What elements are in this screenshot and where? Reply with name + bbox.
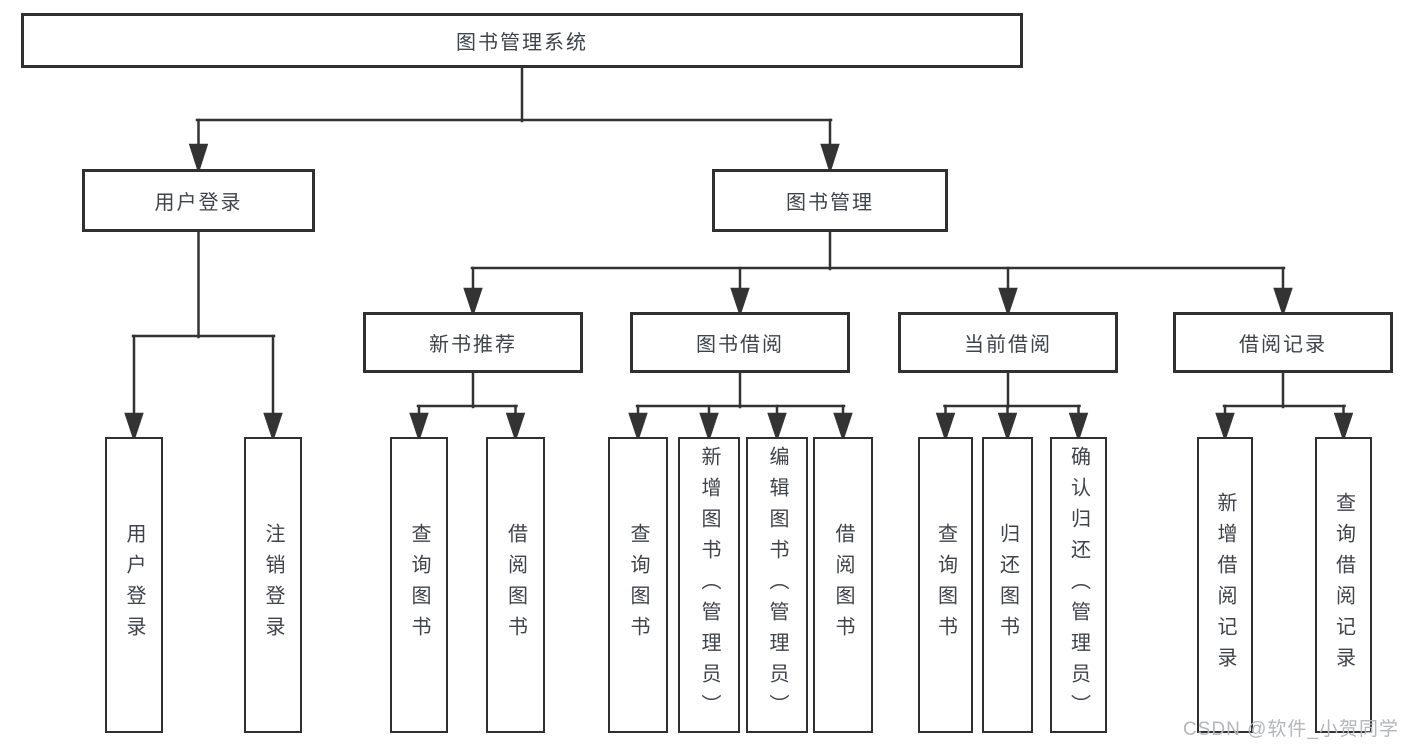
leaf-edit-books-admin: 编辑图书（管理员） (746, 437, 808, 733)
leaf-add-borrow-record: 新增借阅记录 (1197, 437, 1253, 733)
connector-bookborrow-to-leaves (628, 371, 853, 442)
node-user-login: 用户登录 (82, 169, 315, 232)
leaf-edit-books-admin-label: 编辑图书（管理员） (766, 445, 788, 725)
node-book-management: 图书管理 (712, 169, 948, 232)
connector-root-to-level2 (188, 66, 840, 175)
leaf-query-books-recommend-label: 查询图书 (408, 523, 430, 647)
node-new-book-recommend-label: 新书推荐 (429, 334, 517, 356)
node-book-borrowing-label: 图书借阅 (696, 334, 784, 356)
leaf-borrow-books-label: 借阅图书 (832, 523, 854, 647)
connector-borrowrecords-to-leaves (1215, 371, 1354, 442)
leaf-query-books-borrow-label: 查询图书 (627, 523, 649, 647)
leaf-borrow-books-recommend-label: 借阅图书 (504, 523, 527, 647)
leaf-confirm-return-admin: 确认归还（管理员） (1050, 437, 1107, 733)
connector-newbooks-to-leaves (409, 371, 526, 442)
leaf-user-login-label: 用户登录 (123, 523, 145, 647)
leaf-borrow-books-recommend: 借阅图书 (486, 437, 545, 733)
leaf-return-books-label: 归还图书 (996, 523, 1019, 647)
leaf-query-borrow-record-label: 查询借阅记录 (1332, 492, 1355, 678)
node-borrowing-records: 借阅记录 (1173, 312, 1393, 373)
node-library-system-label: 图书管理系统 (456, 32, 588, 54)
node-borrowing-records-label: 借阅记录 (1239, 334, 1327, 356)
node-current-borrowing-label: 当前借阅 (964, 334, 1052, 356)
leaf-query-books-current-label: 查询图书 (934, 523, 957, 647)
leaf-query-books-recommend: 查询图书 (390, 437, 448, 733)
connector-bookmgmt-to-level3 (463, 230, 1293, 317)
node-library-system: 图书管理系统 (21, 13, 1023, 68)
node-current-borrowing: 当前借阅 (898, 312, 1118, 373)
node-user-login-label: 用户登录 (154, 192, 243, 214)
leaf-query-books-borrow: 查询图书 (608, 437, 668, 733)
node-new-book-recommend: 新书推荐 (363, 312, 583, 373)
leaf-borrow-books: 借阅图书 (813, 437, 873, 733)
connector-userlogin-to-leaves (124, 230, 283, 442)
leaf-query-borrow-record: 查询借阅记录 (1315, 437, 1372, 733)
leaf-add-books-admin: 新增图书（管理员） (678, 437, 740, 733)
node-book-borrowing: 图书借阅 (630, 312, 850, 373)
node-book-management-label: 图书管理 (786, 192, 874, 214)
leaf-add-books-admin-label: 新增图书（管理员） (698, 445, 720, 725)
leaf-query-books-current: 查询图书 (918, 437, 973, 733)
leaf-add-borrow-record-label: 新增借阅记录 (1214, 492, 1236, 678)
connector-currentborrow-to-leaves (935, 371, 1089, 442)
leaf-return-books: 归还图书 (982, 437, 1033, 733)
leaf-confirm-return-admin-label: 确认归还（管理员） (1067, 445, 1090, 725)
leaf-logout-label: 注销登录 (262, 523, 284, 647)
leaf-user-login: 用户登录 (105, 437, 163, 733)
leaf-logout: 注销登录 (244, 437, 302, 733)
